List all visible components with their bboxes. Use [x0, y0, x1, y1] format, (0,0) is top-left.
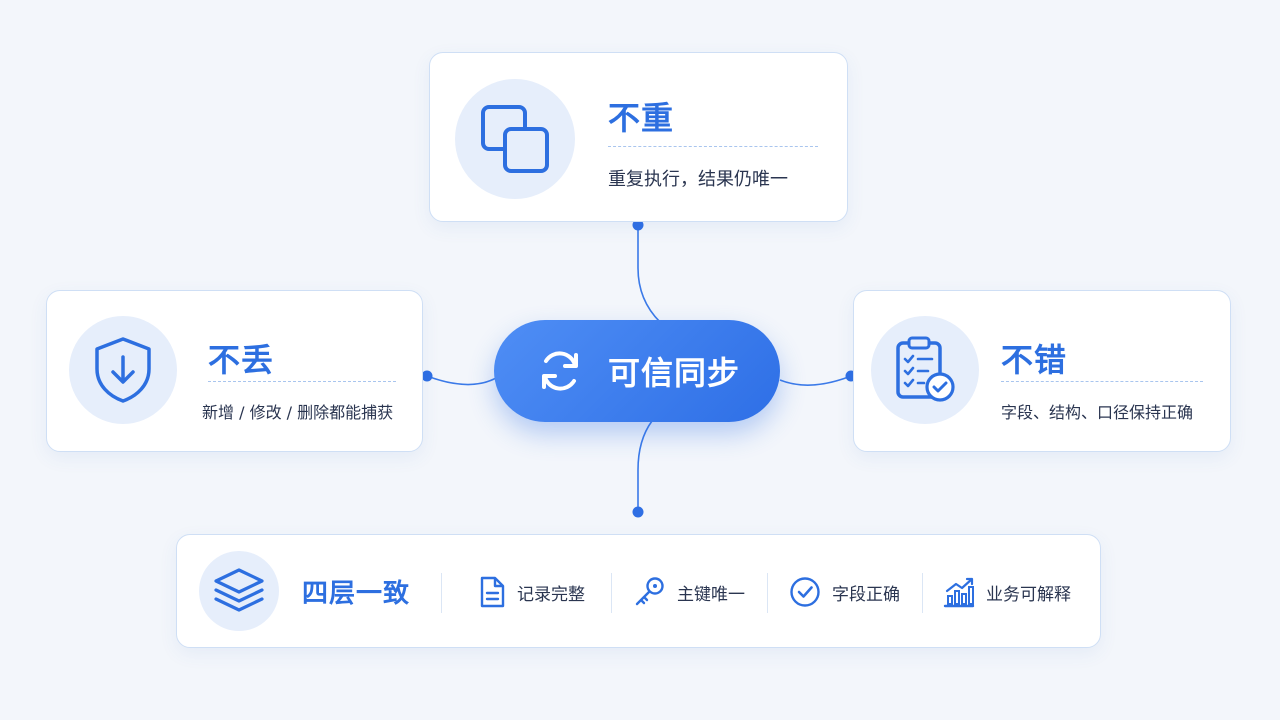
separator — [611, 573, 612, 613]
feature-label: 业务可解释 — [986, 584, 1071, 605]
feature-field-correct: 字段正确 — [788, 575, 900, 609]
icon-badge — [455, 79, 575, 199]
card-description: 重复执行，结果仍唯一 — [608, 169, 788, 190]
card-description: 字段、结构、口径保持正确 — [1001, 403, 1194, 422]
bottom-title: 四层一致 — [302, 579, 411, 609]
card-no-duplicate: 不重 重复执行，结果仍唯一 — [429, 52, 848, 222]
divider — [608, 146, 818, 147]
connector-dot-bottom — [632, 506, 644, 518]
feature-record-complete: 记录完整 — [477, 575, 585, 609]
clipboard-check-icon — [896, 336, 955, 402]
icon-badge — [871, 316, 979, 424]
divider — [208, 381, 396, 382]
center-label: 可信同步 — [607, 354, 740, 392]
icon-badge — [199, 551, 279, 631]
sync-icon — [541, 351, 578, 391]
card-no-loss: 不丢 新增 / 修改 / 删除都能捕获 — [46, 290, 423, 452]
document-icon — [480, 576, 505, 608]
feature-key-unique: 主键唯一 — [633, 575, 745, 609]
shield-down-icon — [95, 337, 151, 403]
layers-icon — [214, 568, 264, 612]
connector-top — [637, 225, 661, 323]
card-description: 新增 / 修改 / 删除都能捕获 — [202, 403, 394, 422]
connector-left — [426, 375, 497, 386]
bar-chart-icon — [943, 577, 975, 608]
card-four-layer-consistency: 四层一致 记录完整 主键唯一 字段正确 — [176, 534, 1101, 648]
card-title: 不重 — [608, 99, 675, 137]
key-icon — [635, 577, 664, 606]
card-title: 不丢 — [208, 341, 275, 379]
feature-label: 记录完整 — [517, 584, 585, 605]
check-circle-icon — [790, 577, 820, 607]
connector-bottom — [637, 420, 653, 512]
divider — [1001, 381, 1203, 382]
feature-label: 主键唯一 — [677, 584, 745, 605]
separator — [441, 573, 442, 613]
card-title: 不错 — [1001, 341, 1068, 379]
card-no-error: 不错 字段、结构、口径保持正确 — [853, 290, 1231, 452]
feature-business-explainable: 业务可解释 — [942, 575, 1071, 609]
separator — [767, 573, 768, 613]
center-node: 可信同步 — [494, 320, 780, 422]
connector-right — [779, 375, 852, 386]
icon-badge — [69, 316, 177, 424]
separator — [922, 573, 923, 613]
connector-dot-left — [421, 370, 433, 382]
copy-squares-icon — [481, 105, 549, 173]
feature-label: 字段正确 — [832, 584, 900, 605]
